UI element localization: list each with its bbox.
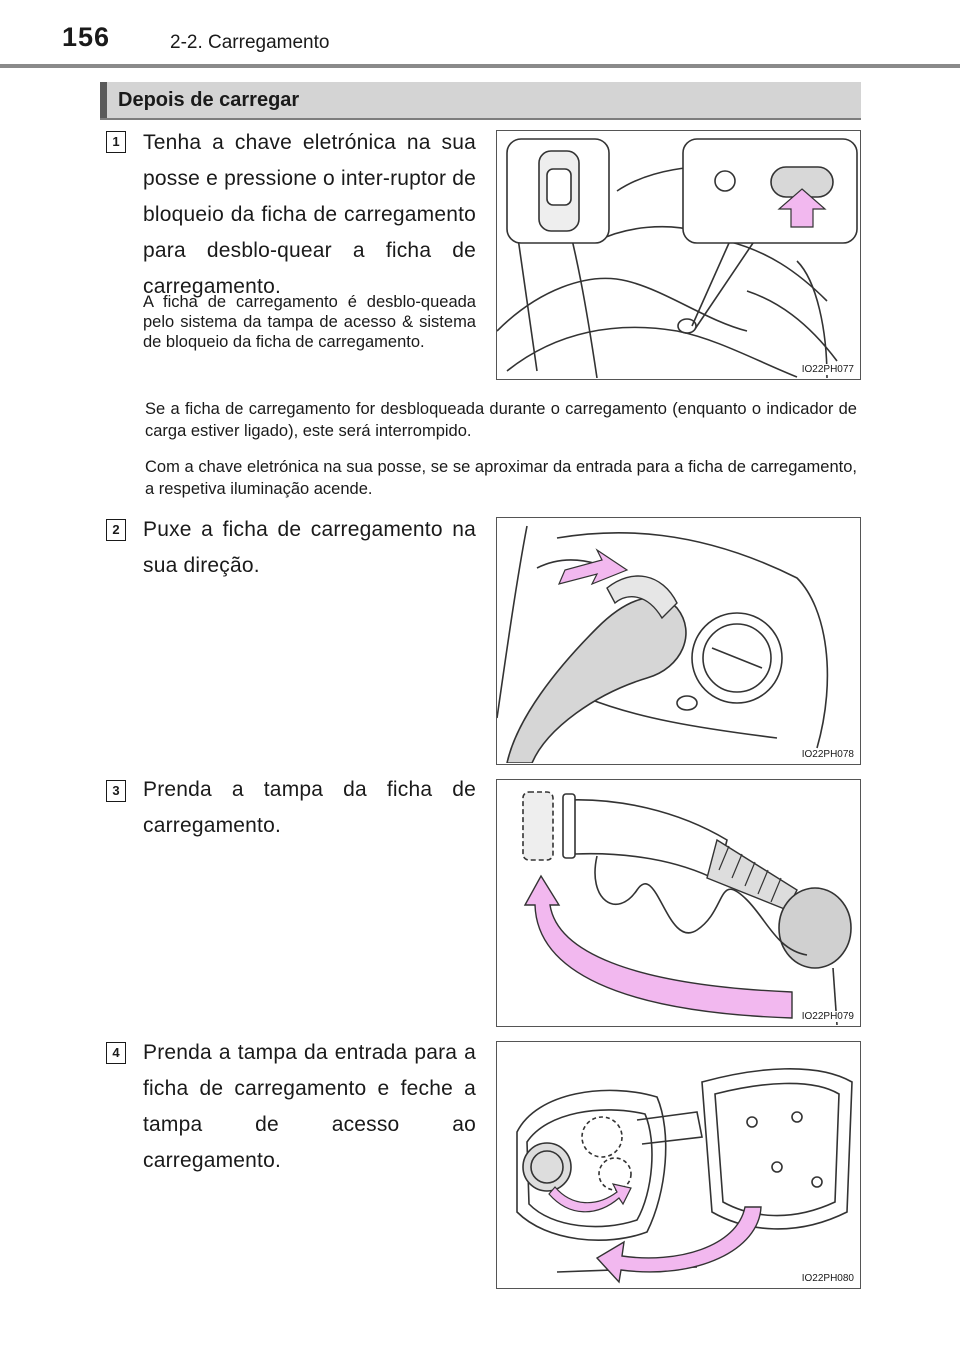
figure-step-3: IO22PH079 (496, 779, 861, 1027)
charging-lock-switch-illustration (497, 138, 858, 378)
step-number-1: 1 (106, 131, 126, 153)
page-number: 156 (62, 22, 111, 52)
step-number-2: 2 (106, 519, 126, 541)
header-divider (0, 64, 960, 68)
step-1-text: Tenha a chave eletrónica na sua posse e … (143, 131, 476, 298)
section-banner: Depois de carregar (100, 82, 861, 120)
figure-step-4: IO22PH080 (496, 1041, 861, 1289)
figure-step-2: IO22PH078 (496, 517, 861, 765)
close-access-lid-illustration (516, 1068, 853, 1284)
figure-step-1: IO22PH077 (496, 130, 861, 380)
note-interruption: Se a ficha de carregamento for desbloque… (145, 400, 857, 440)
step-number-3: 3 (106, 780, 126, 802)
plug-cap-illustration (522, 791, 852, 1025)
banner-accent (100, 82, 107, 118)
figure-code: IO22PH078 (799, 749, 856, 760)
banner-title: Depois de carregar (118, 89, 300, 111)
figure-code: IO22PH080 (799, 1273, 856, 1284)
figure-code: IO22PH079 (799, 1011, 856, 1022)
step-1-subtext: A ficha de carregamento é desblo-queada … (143, 293, 476, 351)
step-number-4: 4 (106, 1042, 126, 1064)
note-illumination: Com a chave eletrónica na sua posse, se … (145, 458, 857, 498)
step-4-text: Prenda a tampa da entrada para a ficha d… (143, 1041, 476, 1172)
figure-code: IO22PH077 (799, 364, 856, 375)
pull-plug-illustration (497, 525, 829, 763)
section-title: 2-2. Carregamento (170, 32, 330, 53)
step-3-text: Prenda a tampa da ficha de carregamento. (143, 778, 476, 837)
step-2-text: Puxe a ficha de carregamento na sua dire… (143, 518, 476, 577)
